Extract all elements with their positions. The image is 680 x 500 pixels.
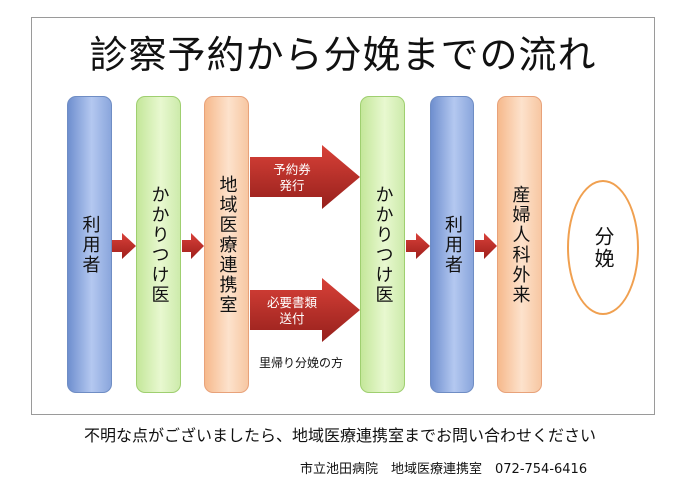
documents-arrow-line1: 必要書類 bbox=[266, 295, 317, 310]
obgyn-outpatient-box-label: 産婦人科外来 bbox=[509, 184, 531, 305]
liaison-office-box-label: 地域医療連携室 bbox=[216, 174, 238, 315]
family-doctor-box-2-label: かかりつけ医 bbox=[372, 184, 394, 305]
family-doctor-box-2: かかりつけ医 bbox=[360, 96, 405, 393]
user-box-label: 利用者 bbox=[79, 214, 101, 275]
documents-arrow-icon bbox=[250, 278, 360, 342]
flow-arrow-icon bbox=[406, 233, 430, 259]
documents-arrow-label: 必要書類 送付 bbox=[252, 295, 332, 327]
delivery-oval: 分娩 bbox=[567, 180, 639, 315]
family-doctor-box-label: かかりつけ医 bbox=[148, 184, 170, 305]
user-box-2: 利用者 bbox=[430, 96, 474, 393]
flow-arrow-icon bbox=[475, 233, 497, 259]
flow-arrow-icon bbox=[112, 233, 136, 259]
reservation-arrow-line2: 発行 bbox=[279, 178, 305, 193]
page-title: 診察予約から分娩までの流れ bbox=[89, 33, 597, 77]
user-box-2-label: 利用者 bbox=[442, 214, 463, 275]
reservation-arrow-line1: 予約券 bbox=[273, 162, 311, 177]
liaison-office-box: 地域医療連携室 bbox=[204, 96, 249, 393]
satogaeri-note: 里帰り分娩の方 bbox=[259, 356, 344, 370]
family-doctor-box: かかりつけ医 bbox=[136, 96, 181, 393]
flow-arrow-icon bbox=[182, 233, 204, 259]
user-box: 利用者 bbox=[67, 96, 112, 393]
documents-arrow-line2: 送付 bbox=[279, 311, 305, 326]
diagram-frame bbox=[31, 17, 655, 415]
delivery-label: 分娩 bbox=[591, 225, 615, 270]
contact-note: 不明な点がございましたら、地域医療連携室までお問い合わせください bbox=[83, 426, 596, 445]
contact-line: 市立池田病院 地域医療連携室 072-754-6416 bbox=[300, 462, 588, 477]
obgyn-outpatient-box: 産婦人科外来 bbox=[497, 96, 542, 393]
reservation-arrow-label: 予約券 発行 bbox=[252, 162, 332, 194]
reservation-arrow-icon bbox=[250, 145, 360, 209]
